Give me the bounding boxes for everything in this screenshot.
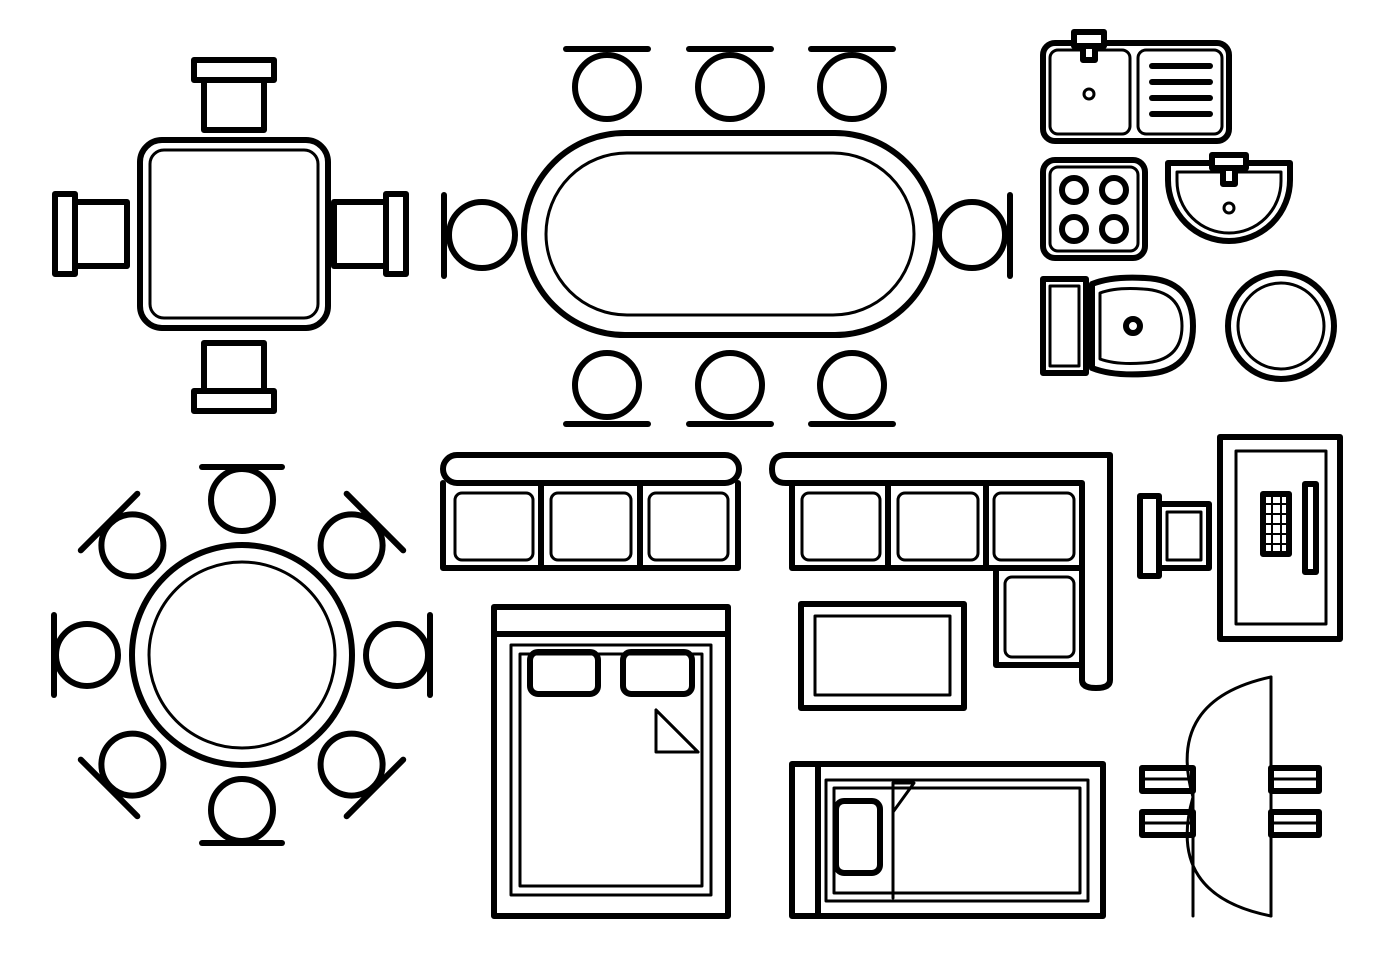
kitchen-sink	[1040, 29, 1232, 144]
square-dining-table	[52, 57, 409, 414]
round-dining-table	[51, 464, 433, 846]
burner-icon	[1059, 214, 1089, 244]
seat-cushion	[647, 491, 730, 562]
round-basin	[1225, 270, 1337, 382]
mattress	[824, 778, 1090, 903]
chair-e	[363, 612, 433, 698]
chair-nw	[77, 490, 167, 580]
burner-icon	[1099, 175, 1129, 205]
seat-cushion	[1003, 575, 1076, 659]
faucet-spout-icon	[1080, 43, 1098, 63]
chair-top-2	[686, 46, 774, 122]
oval-dining-table	[441, 46, 1013, 427]
chair-n	[199, 464, 285, 534]
seat-cushion	[453, 491, 535, 562]
bed-frame	[789, 761, 1106, 919]
wall-segment-right	[1268, 765, 1322, 838]
chair-left	[441, 192, 518, 279]
pillow	[527, 649, 601, 697]
desk-top	[1217, 434, 1343, 642]
chair-ne	[317, 490, 407, 580]
wall-segment-left	[1139, 765, 1196, 838]
corner-frame	[993, 565, 1085, 668]
chair-top	[191, 57, 277, 133]
desk-chair	[1137, 493, 1212, 579]
sofa-back	[769, 452, 1113, 691]
chair-s	[199, 776, 285, 846]
cistern	[1040, 276, 1089, 376]
mattress	[509, 643, 713, 897]
chair-se	[317, 730, 407, 820]
table-top	[129, 542, 355, 768]
seat-cushion	[992, 491, 1076, 562]
chair-bottom-1	[563, 350, 651, 427]
faucet-spout-icon	[1220, 165, 1238, 187]
single-bed	[789, 761, 1106, 919]
chair-w	[51, 612, 121, 698]
burner-icon	[1059, 175, 1089, 205]
chair-sw	[77, 730, 167, 820]
chair-left	[52, 191, 130, 277]
chair-bottom	[191, 340, 277, 414]
chair-top-3	[808, 46, 896, 122]
door-arc	[1185, 675, 1273, 918]
seat-cushion	[896, 491, 980, 562]
chair-right	[331, 191, 409, 277]
corner-sofa	[769, 452, 1113, 691]
pillow	[620, 649, 695, 697]
chair-bottom-2	[686, 350, 774, 427]
cooktop	[1040, 157, 1148, 261]
seat-cushion	[800, 491, 882, 562]
table-top	[521, 130, 939, 338]
drain-icon	[1222, 201, 1236, 215]
sofa-back	[440, 452, 742, 486]
drainboard	[1136, 48, 1224, 136]
toilet-bowl	[1089, 274, 1196, 378]
seat-cushion	[549, 491, 633, 562]
toilet	[1040, 274, 1196, 378]
drain-icon	[1082, 87, 1096, 101]
sofa-frame	[440, 480, 741, 571]
chair-top-1	[563, 46, 651, 122]
three-seat-sofa	[440, 452, 742, 571]
bed-frame	[491, 604, 731, 919]
chair-right	[936, 192, 1013, 279]
coffee-table	[798, 601, 967, 711]
chair-bottom-3	[808, 350, 896, 427]
monitor-icon	[1302, 481, 1319, 575]
double-bed	[491, 604, 731, 919]
wash-basin	[1165, 152, 1293, 244]
table-top	[137, 137, 331, 331]
desk-with-chair	[1137, 434, 1343, 642]
door-swing	[1139, 675, 1322, 918]
burner-icon	[1099, 214, 1129, 244]
sofa-frame	[789, 480, 1085, 571]
pillow	[833, 798, 883, 876]
